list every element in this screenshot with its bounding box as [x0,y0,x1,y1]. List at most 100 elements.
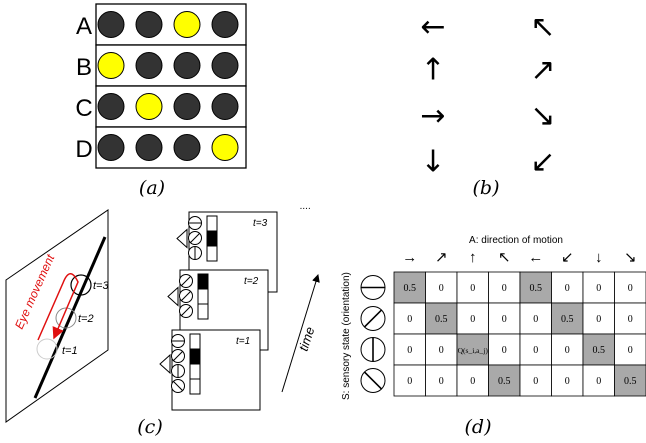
q-cell [393,302,426,335]
q-cell [488,364,521,397]
activity-cell [206,245,218,262]
fixation-circle-t2 [55,307,77,329]
q-value: 0 [407,345,412,356]
t1-label: t=1 [62,345,78,357]
q-value: 0 [502,283,507,294]
q-cell [551,364,584,397]
caption-d: (d) [465,416,492,438]
q-value: 0.5 [530,283,543,294]
oriented-line [33,236,107,399]
row-label: D [75,136,92,163]
q-value: 0 [470,314,475,325]
dark-dot [173,134,201,161]
fixation-circle-t1 [36,338,58,360]
q-value: 0 [407,376,412,387]
q-value: 0 [470,283,475,294]
q-value: 0 [596,314,601,325]
q-value: 0 [502,314,507,325]
q-value: 0 [596,376,601,387]
q-cell [488,302,521,335]
q-cell [425,302,458,335]
direction-arrow: ↑ [420,53,445,88]
q-cell [456,271,489,304]
dark-dot [135,11,163,38]
q-cell [488,271,521,304]
q-value: 0 [439,376,444,387]
time-arrow [281,274,320,393]
q-value: 0 [565,345,570,356]
q-value: 0 [407,314,412,325]
fixation-circle-t3 [70,274,92,296]
q-cell [456,333,489,366]
q-value: 0 [502,345,507,356]
q-value: 0.5 [498,376,511,387]
action-arrow: ↗ [435,249,448,266]
dark-dot [173,52,201,79]
lit-dot [211,134,239,161]
q-cell [614,302,646,335]
q-cell [488,333,521,366]
action-arrow: ↓ [595,249,603,266]
direction-arrow: ↘ [530,99,555,134]
activity-cell [189,348,201,365]
q-cell [519,271,552,304]
row-label: B [76,54,92,81]
activity-cell [189,378,201,395]
q-value: 0 [533,376,538,387]
action-arrow: → [402,249,417,266]
direction-arrow: → [420,99,445,134]
q-value: 0.5 [404,283,417,294]
t2-label: t=2 [78,313,94,325]
action-arrow: ↖ [498,249,511,266]
q-value: 0 [628,283,633,294]
caption-c: (c) [137,416,162,438]
panel-b-direction-arrows: ←↑→↓↖↗↘↙ [420,10,555,180]
q-value: 0.5 [624,376,637,387]
action-arrow: ↑ [469,249,477,266]
dark-dot [211,52,239,79]
panel-c-eye-movement: t=3 t=2 t=1 Eye movement [5,209,109,423]
activity-cell [189,363,201,380]
row-label: C [75,95,92,122]
activity-cell [189,333,201,350]
dark-dot [173,93,201,120]
q-cell [614,364,646,397]
dark-dot [211,11,239,38]
lit-dot [135,93,163,120]
q-cell [582,333,615,366]
q-value: 0 [439,345,444,356]
direction-arrow: ← [420,10,445,45]
dark-dot [135,134,163,161]
q-value: 0.5 [435,314,448,325]
direction-arrow: ↗ [530,53,555,88]
q-value: 0 [628,345,633,356]
q-cell [393,364,426,397]
q-value: 0 [596,283,601,294]
activity-cell [197,303,209,320]
frame-time-label: t=1 [236,336,250,347]
q-value: 0.5 [561,314,574,325]
direction-arrow: ↓ [420,145,445,180]
retina-frame: t=1 [159,329,261,411]
row-title: S: sensory state (orientation) [341,272,352,400]
frame-time-label: t=3 [253,218,268,229]
eye-triangle [159,353,171,375]
q-value: 0 [628,314,633,325]
image-plane [5,209,109,423]
activity-cell [197,288,209,305]
q-value: 0 [533,314,538,325]
q-cell [425,364,458,397]
frame-stack: t=3 t=2 t=1 [159,211,278,411]
dark-dot [135,52,163,79]
caption-b: (b) [473,177,500,199]
frame-time-label: t=2 [244,276,259,287]
ellipsis-dots: .... [300,201,311,212]
eye-triangle [176,228,188,249]
direction-arrow: ↖ [530,10,555,45]
action-arrow: ← [528,249,543,266]
q-value: 0 [439,283,444,294]
dark-dot [97,11,125,38]
q-cell [551,333,584,366]
